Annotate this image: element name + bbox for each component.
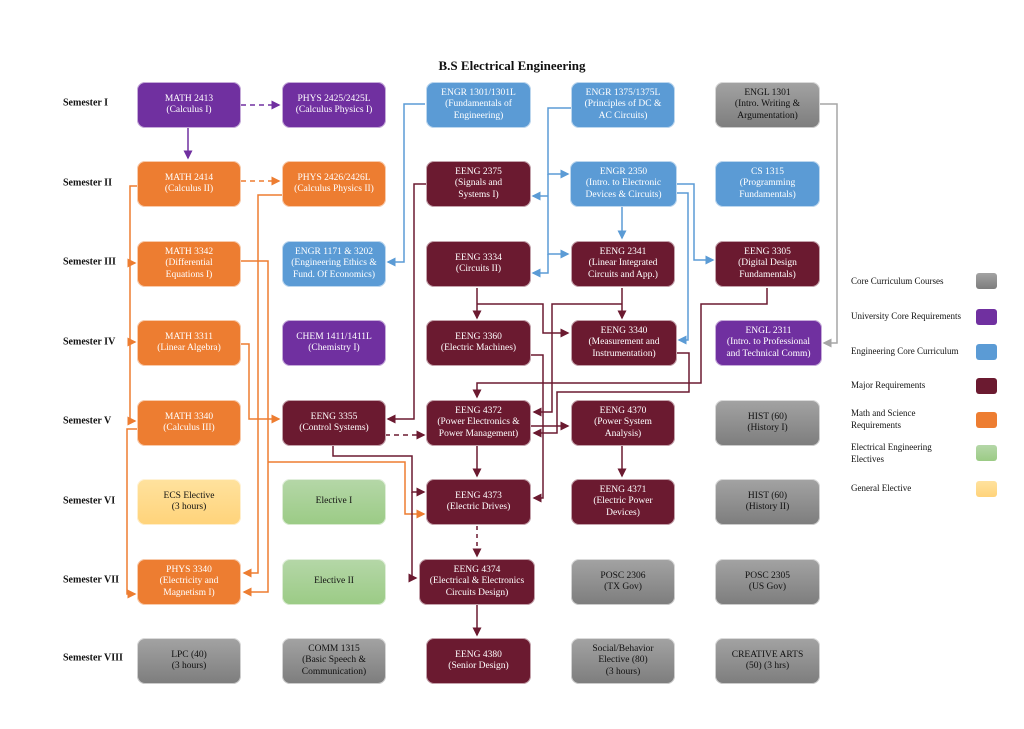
- connector-phys2426-phys3340: [242, 194, 282, 578]
- legend-label-univ: University Core Requirements: [851, 311, 961, 321]
- course-ecs-elective: ECS Elective (3 hours): [137, 479, 241, 525]
- connector-math3342-phys3340: [241, 260, 269, 597]
- legend-label-eee: Electrical Engineering Electives: [851, 442, 932, 464]
- legend-swatch-math: [976, 412, 997, 428]
- course-eeng3334: EENG 3334 (Circuits II): [426, 241, 531, 287]
- course-phys2426: PHYS 2426/2426L (Calculus Physics II): [282, 161, 386, 207]
- course-eeng4374: EENG 4374 (Electrical & Electronics Circ…: [419, 559, 535, 605]
- connector-math2414-math3340: [127, 342, 137, 426]
- legend-swatch-eng: [976, 344, 997, 360]
- connector-math2414-math3311: [127, 263, 137, 347]
- course-eeng3340: EENG 3340 (Measurement and Instrumentati…: [571, 320, 677, 366]
- legend-label-math: Math and Science Requirements: [851, 408, 916, 430]
- connector-engr1375-eeng3334: [531, 254, 549, 278]
- semester-label-6: Semester VI: [63, 495, 116, 507]
- connector-engr1301-engr1171: [386, 103, 425, 267]
- course-eeng3360: EENG 3360 (Electric Machines): [426, 320, 531, 366]
- course-posc2305: POSC 2305 (US Gov): [715, 559, 820, 605]
- course-chem1411: CHEM 1411/1411L (Chemistry I): [282, 320, 386, 366]
- semester-label-5: Semester V: [63, 415, 112, 427]
- connector-eeng2375-eeng3355: [386, 183, 427, 424]
- course-engr1301: ENGR 1301/1301L (Fundamentals of Enginee…: [426, 82, 531, 128]
- course-phys2425: PHYS 2425/2425L (Calculus Physics I): [282, 82, 386, 128]
- course-hist60b: HIST (60) (History II): [715, 479, 820, 525]
- connector-engr1375-engr2350: [547, 107, 571, 179]
- legend-swatch-major: [976, 378, 997, 394]
- legend-label-core: Core Curriculum Courses: [851, 276, 944, 286]
- connector-eeng3355-eeng4374: [408, 492, 418, 583]
- course-math3342: MATH 3342 (Differential Equations I): [137, 241, 241, 287]
- course-phys3340: PHYS 3340 (Electricity and Magnetism I): [137, 559, 241, 605]
- course-engr1375: ENGR 1375/1375L (Principles of DC & AC C…: [571, 82, 675, 128]
- connector-engr1375-eeng2341: [547, 174, 570, 259]
- course-eeng2375: EENG 2375 (Signals and Systems I): [426, 161, 531, 207]
- course-eeng4372: EENG 4372 (Power Electronics & Power Man…: [426, 400, 531, 446]
- course-hist60a: HIST (60) (History I): [715, 400, 820, 446]
- course-eeng2341: EENG 2341 (Linear Integrated Circuits an…: [571, 241, 675, 287]
- semester-label-3: Semester III: [63, 256, 116, 268]
- course-engr2350: ENGR 2350 (Intro. to Electronic Devices …: [570, 161, 677, 207]
- semester-label-8: Semester VIII: [63, 652, 123, 664]
- semester-label-7: Semester VII: [63, 574, 120, 586]
- legend-label-major: Major Requirements: [851, 380, 926, 390]
- connector-math3311-eeng3355: [241, 343, 281, 424]
- legend-swatch-univ: [976, 309, 997, 325]
- course-creative50: CREATIVE ARTS (50) (3 hrs): [715, 638, 820, 684]
- semester-label-4: Semester IV: [63, 336, 116, 348]
- semester-label-1: Semester I: [63, 97, 109, 109]
- course-math3340: MATH 3340 (Calculus III): [137, 400, 241, 446]
- course-elective1: Elective I: [282, 479, 386, 525]
- chart-title: B.S Electrical Engineering: [438, 58, 586, 73]
- connector-math3340-phys3340: [126, 428, 137, 599]
- course-social80: Social/Behavior Elective (80) (3 hours): [571, 638, 675, 684]
- course-engr1171: ENGR 1171 & 3202 (Engineering Ethics & F…: [282, 241, 386, 287]
- connector-engr2350-eeng3340: [677, 192, 689, 345]
- legend-swatch-gen: [976, 481, 997, 497]
- connector-engl1301-engl2311: [820, 103, 838, 348]
- course-eeng3355: EENG 3355 (Control Systems): [282, 400, 386, 446]
- course-elective2: Elective II: [282, 559, 386, 605]
- course-math3311: MATH 3311 (Linear Algebra): [137, 320, 241, 366]
- course-math2413: MATH 2413 (Calculus I): [137, 82, 241, 128]
- connector-math2414-math3342: [127, 185, 137, 268]
- legend-label-eng: Engineering Core Curriculum: [851, 346, 959, 356]
- semester-label-2: Semester II: [63, 177, 112, 189]
- course-lpc40: LPC (40) (3 hours): [137, 638, 241, 684]
- legend-swatch-eee: [976, 445, 997, 461]
- course-eeng3305: EENG 3305 (Digital Design Fundamentals): [715, 241, 820, 287]
- legend-label-gen: General Elective: [851, 483, 912, 493]
- course-eeng4380: EENG 4380 (Senior Design): [426, 638, 531, 684]
- course-posc2306: POSC 2306 (TX Gov): [571, 559, 675, 605]
- course-comm1315: COMM 1315 (Basic Speech & Communication): [282, 638, 386, 684]
- course-cs1315: CS 1315 (Programming Fundamentals): [715, 161, 820, 207]
- course-eeng4371: EENG 4371 (Electric Power Devices): [571, 479, 675, 525]
- legend-swatch-core: [976, 273, 997, 289]
- course-eeng4373: EENG 4373 (Electric Drives): [426, 479, 531, 525]
- course-engl1301: ENGL 1301 (Intro. Writing & Argumentatio…: [715, 82, 820, 128]
- course-engl2311: ENGL 2311 (Intro. to Professional and Te…: [715, 320, 822, 366]
- course-math2414: MATH 2414 (Calculus II): [137, 161, 241, 207]
- connector-engr2350-eeng3305: [677, 183, 715, 265]
- course-eeng4370: EENG 4370 (Power System Analysis): [571, 400, 675, 446]
- connector-eeng3360-eeng4373: [531, 354, 544, 503]
